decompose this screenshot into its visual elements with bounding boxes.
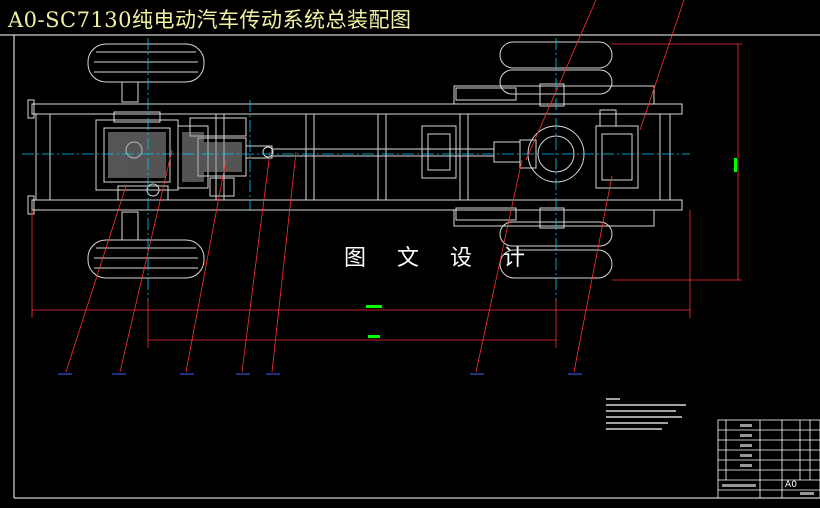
title-block bbox=[717, 419, 820, 499]
drawing-title: A0-SC7130纯电动汽车传动系统总装配图 bbox=[8, 8, 412, 32]
leader-lines bbox=[65, 0, 685, 373]
rear-wheels bbox=[453, 41, 655, 279]
technical-notes bbox=[606, 398, 686, 430]
drawing-frame bbox=[0, 34, 820, 499]
watermark-text: 图 文 设 计 bbox=[344, 246, 537, 271]
centerlines bbox=[22, 38, 690, 300]
dimension-text-marks bbox=[366, 158, 737, 338]
sheet-size-label: A0 bbox=[785, 480, 797, 490]
dimension-lines bbox=[31, 43, 742, 348]
title-block-text-marks bbox=[722, 424, 814, 495]
front-wheels bbox=[87, 43, 205, 279]
drive-shaft bbox=[245, 125, 521, 179]
motor-detail-fill bbox=[108, 132, 242, 182]
